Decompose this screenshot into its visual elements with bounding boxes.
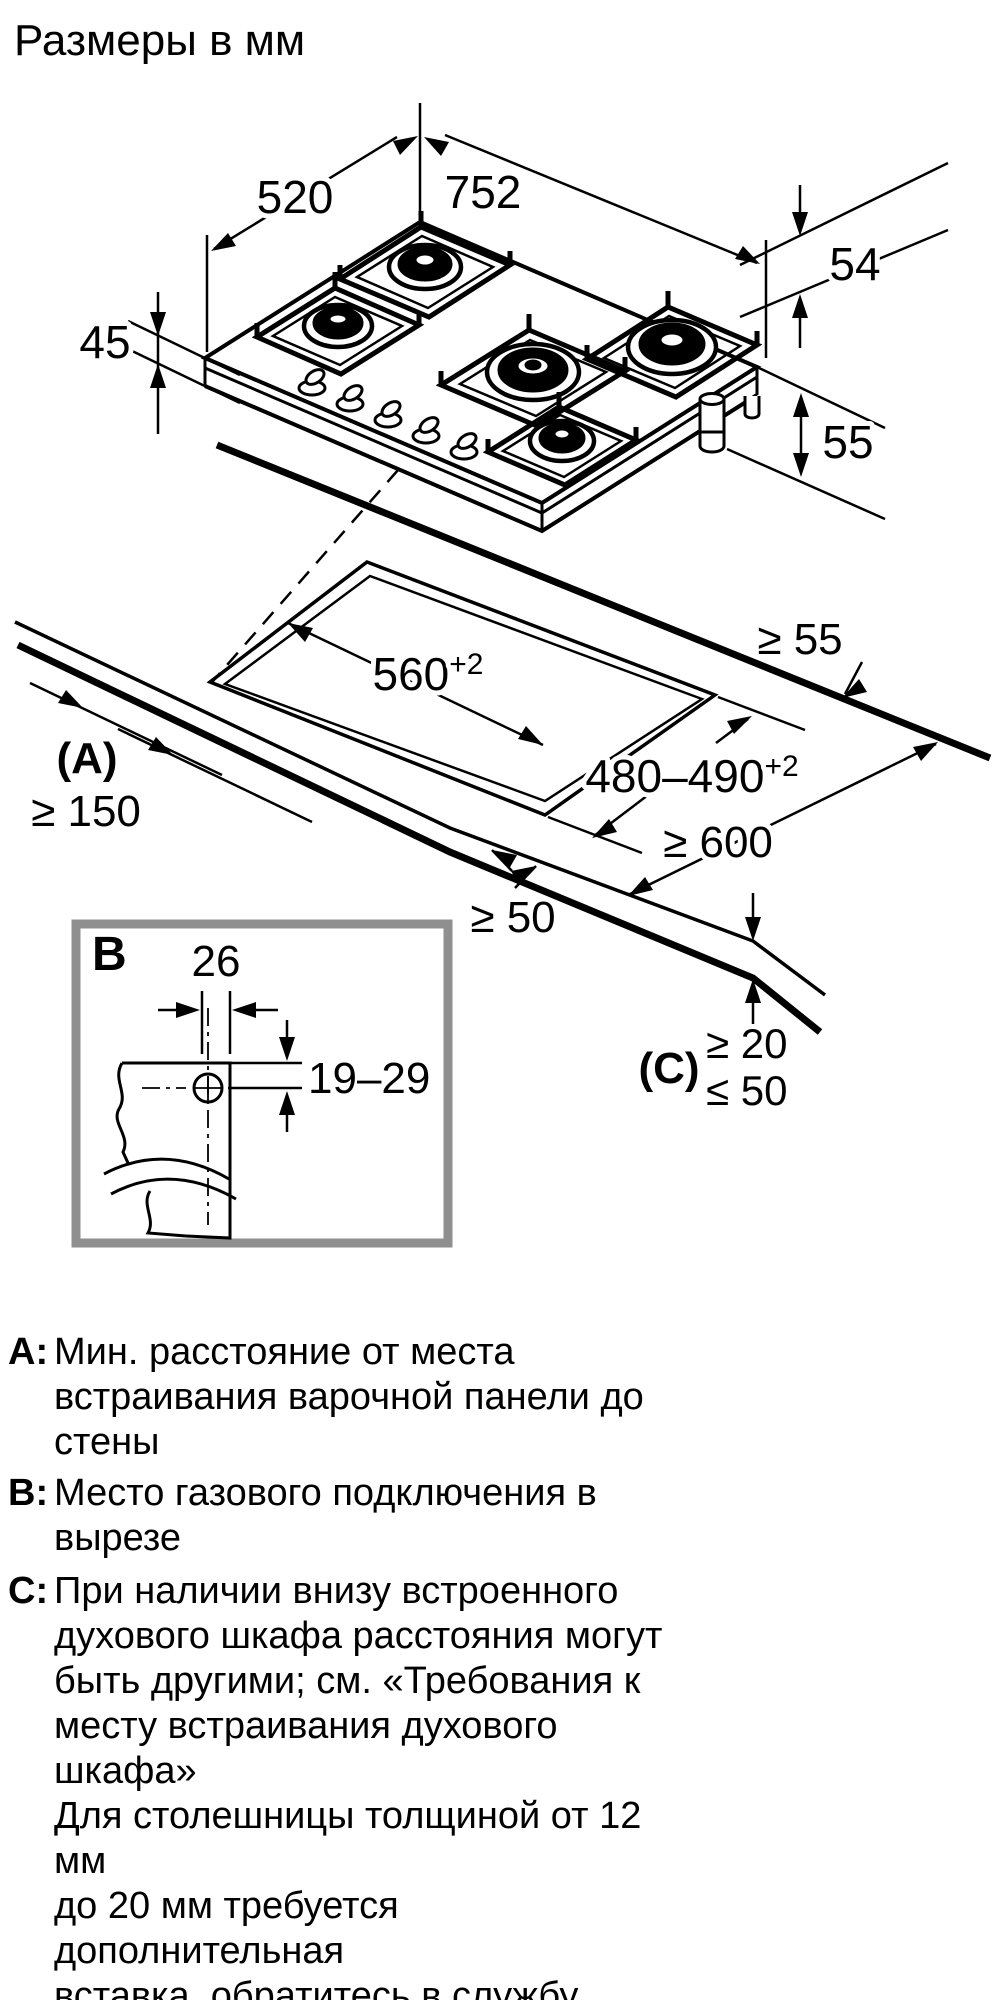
dim-back-clearance: ≥ 55 [757,615,842,664]
legend-key-c: С: [8,1570,49,1612]
detail-b-label: B [92,928,127,981]
hob-dimensions [127,103,949,521]
dim-thickness-min: ≥ 20 [706,1020,787,1067]
dim-45: 45 [79,316,130,368]
dim-752: 752 [445,166,522,218]
legend-text-a: Мин. расстояние от места встраивания вар… [54,1331,644,1463]
gas-connection-pipe [698,392,726,454]
worktop-dimensions [29,621,938,1024]
dim-cutout-depth: 480–490+2 [585,750,798,802]
dim-front-clearance: ≥ 50 [470,893,555,942]
detail-box-b: B [71,919,453,1248]
detail-b-hole-offset: 26 [192,937,241,986]
legend-key-b: В: [8,1472,49,1514]
legend-item-b: В:Место газового подключения в вырезе [8,1471,694,1561]
label-a: (A) [56,734,117,783]
dim-cutout-width: 560+2 [373,648,484,700]
control-knobs [297,368,479,461]
burner-front [482,392,642,488]
dimension-diagram: Размеры в мм [14,16,992,1248]
label-c: (C) [638,1044,699,1093]
worktop-drawing [14,441,992,1035]
dim-54: 54 [829,238,880,290]
dim-520: 520 [257,171,334,223]
dim-55: 55 [822,416,873,468]
legend-item-a: А:Мин. расстояние от места встраивания в… [8,1330,694,1465]
burner-right [581,291,763,400]
dim-wall-clearance: ≥ 150 [31,787,141,836]
legend-text-c: При наличии внизу встроенного духового ш… [54,1570,663,2000]
legend-item-c: С:При наличии внизу встроенного духового… [8,1569,694,2000]
dim-thickness-max: ≤ 50 [706,1067,787,1114]
detail-b-dimensions [158,991,302,1132]
legend-text-b: Место газового подключения в вырезе [54,1472,597,1559]
burner-center [435,314,631,429]
burner-rear-left [251,272,425,377]
dim-worktop-depth: ≥ 600 [663,818,773,867]
burner-rear-center [334,211,516,320]
hob-isometric-drawing [200,211,763,534]
detail-b-hole-depth: 19–29 [308,1054,430,1103]
legend-key-a: А: [8,1331,49,1373]
hob-foot [743,396,761,420]
page-title: Размеры в мм [14,16,305,65]
